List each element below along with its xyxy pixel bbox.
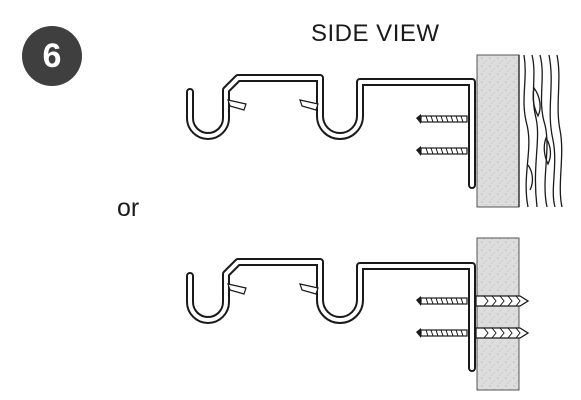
drywall-panel [476,237,520,391]
curtain-bracket [188,76,474,187]
wall-anchor-icon [475,295,530,339]
step-number-badge: 6 [22,26,82,86]
wood-wall-variant [186,54,563,208]
drywall-variant [186,237,530,391]
or-separator: or [117,194,140,222]
set-screw-icon [227,283,319,295]
set-screw-icon [227,99,319,111]
curtain-bracket [188,260,474,370]
side-view-title: SIDE VIEW [311,20,440,47]
step-number: 6 [42,36,62,75]
wall-plaster-layer [476,54,520,208]
wall-screw-icon [416,296,468,338]
wall-screw-icon [416,114,468,156]
wood-grain-wall [518,54,563,208]
